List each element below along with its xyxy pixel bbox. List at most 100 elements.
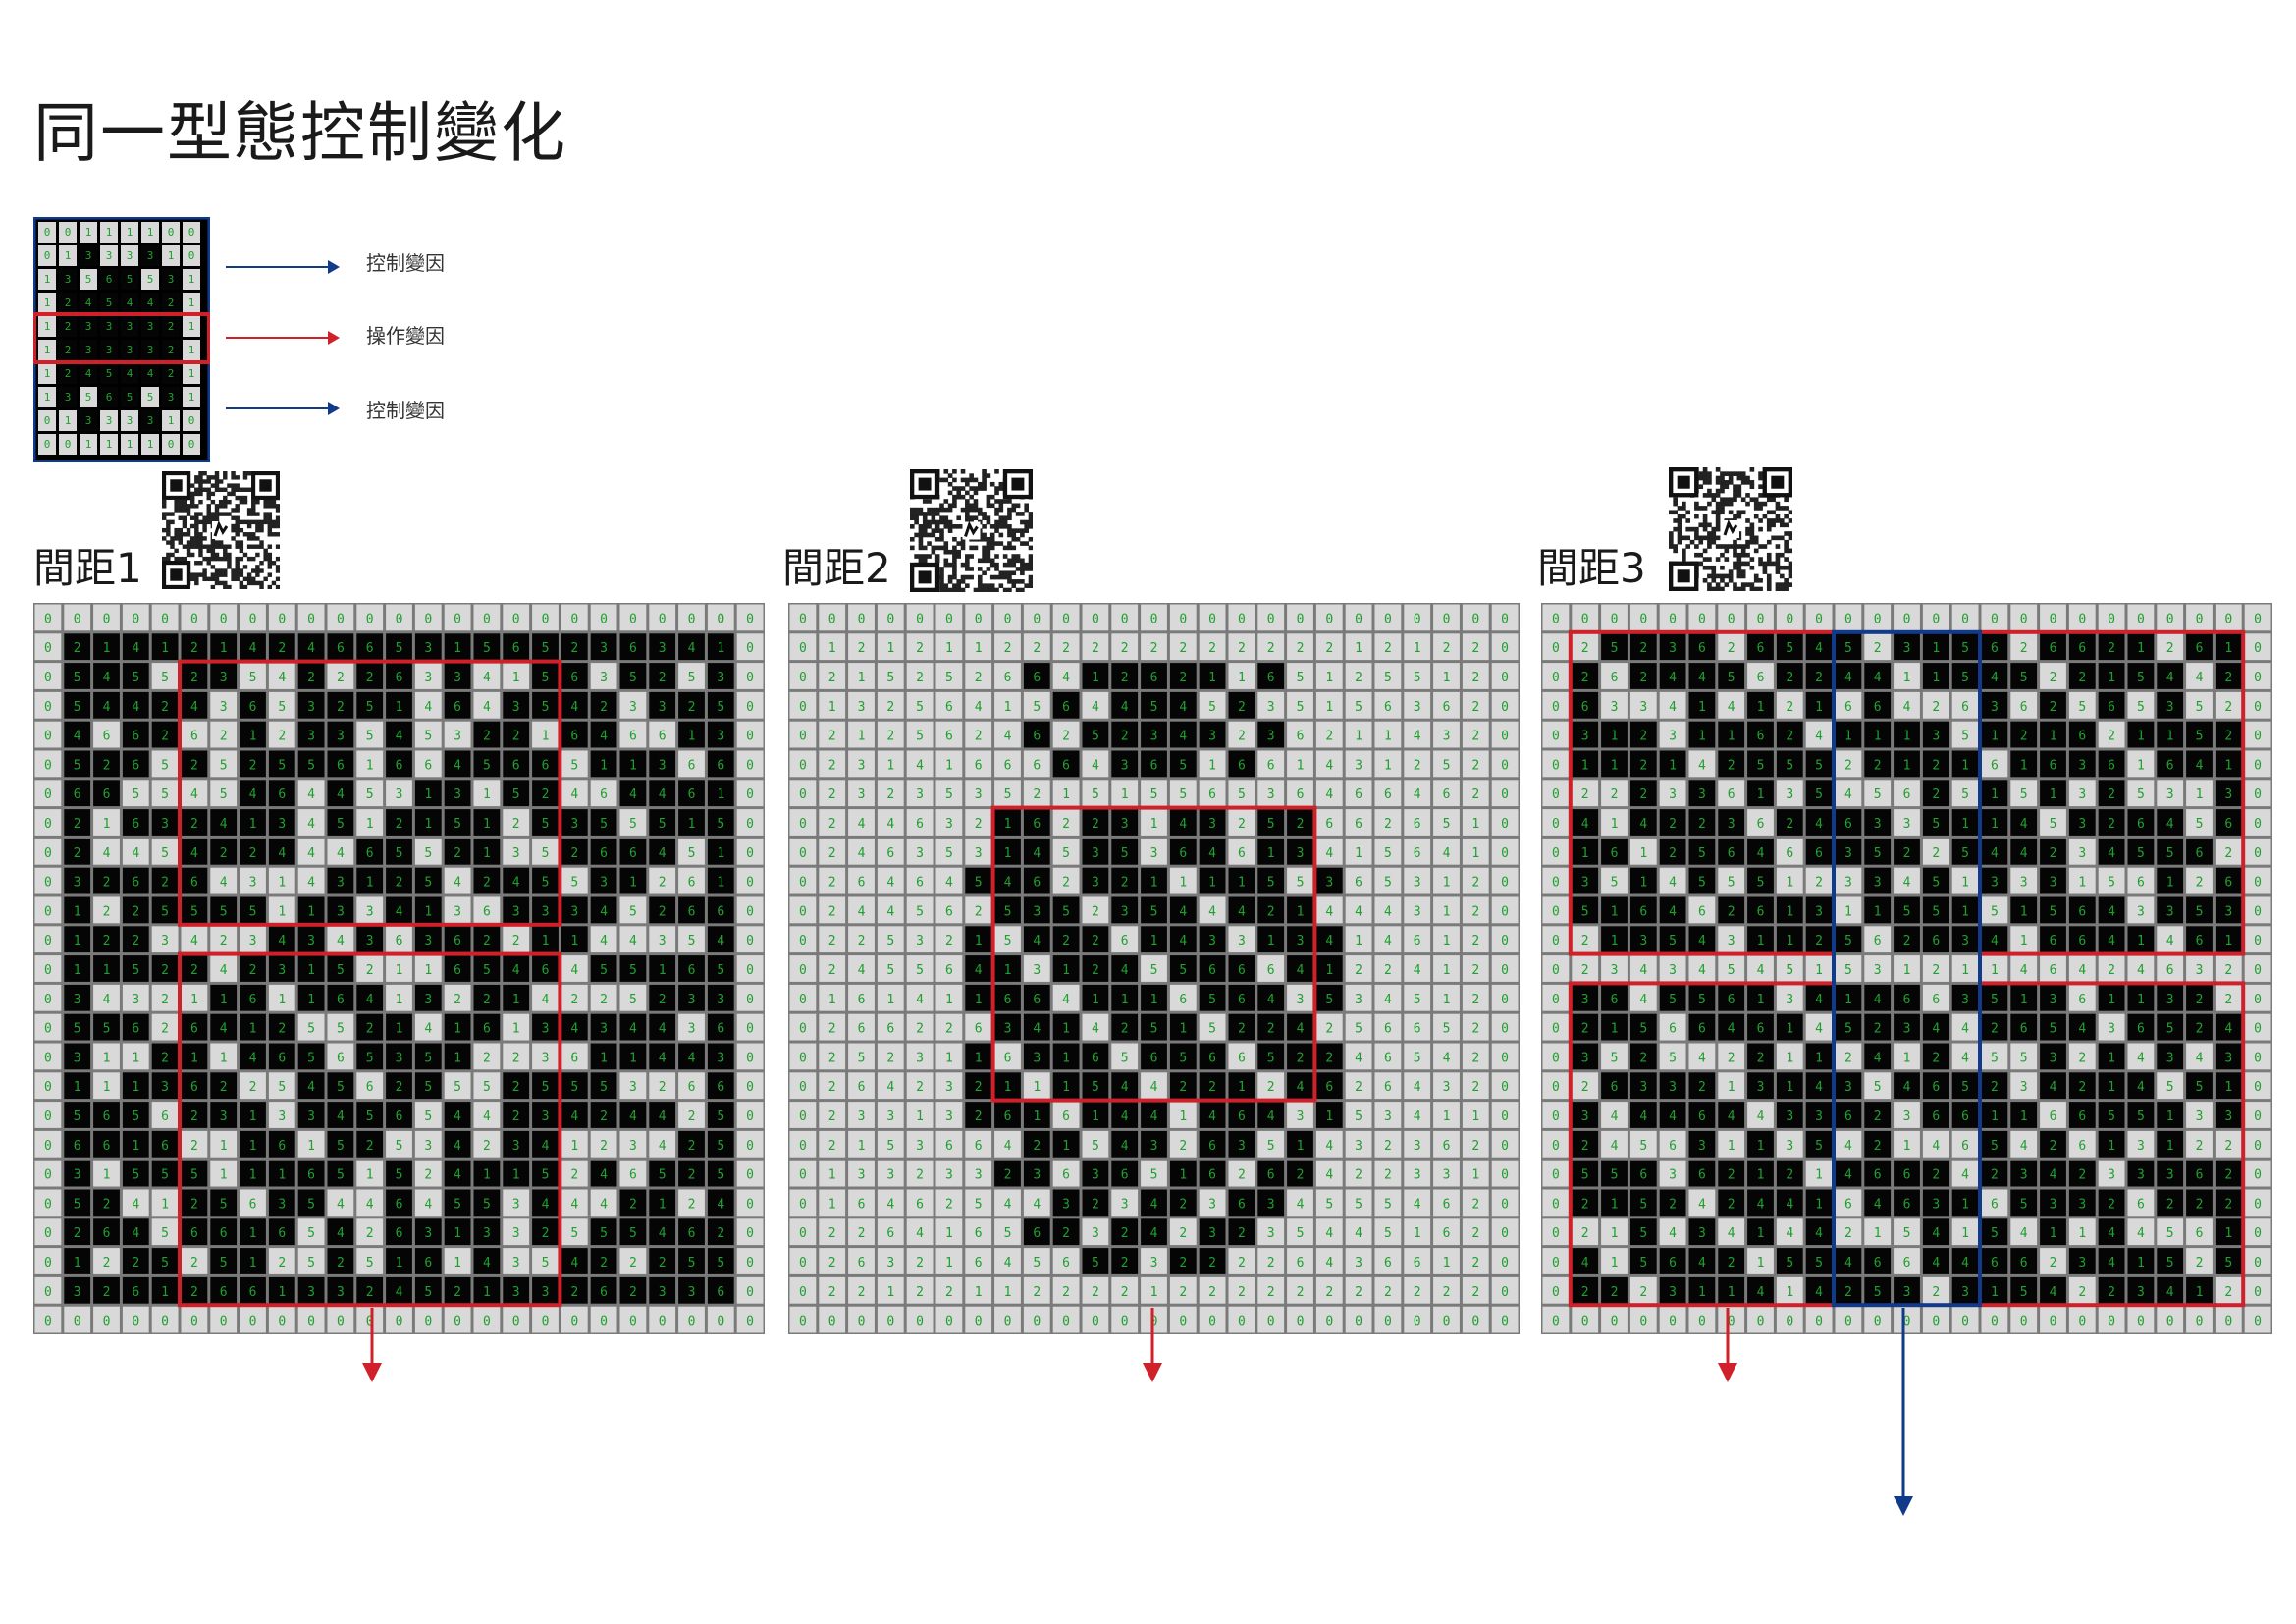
svg-text:5: 5 [2020,671,2028,685]
svg-text:2: 2 [1062,817,1070,832]
svg-text:6: 6 [1991,758,1999,773]
svg-text:6: 6 [1384,1080,1392,1095]
svg-text:2: 2 [454,1285,461,1300]
svg-text:6: 6 [307,1168,315,1183]
svg-text:3: 3 [659,641,667,656]
svg-text:1: 1 [1443,671,1451,685]
svg-text:1: 1 [2020,1110,2028,1124]
svg-text:6: 6 [2166,758,2174,773]
svg-text:2: 2 [828,876,836,891]
svg-text:1: 1 [2050,787,2057,802]
svg-text:0: 0 [1552,817,1560,832]
svg-text:6: 6 [2078,641,2086,656]
svg-text:5: 5 [945,671,953,685]
svg-text:2: 2 [65,344,72,356]
svg-text:3: 3 [1033,904,1041,919]
svg-text:5: 5 [190,904,198,919]
svg-text:5: 5 [600,1226,608,1241]
svg-text:6: 6 [106,391,113,404]
svg-text:0: 0 [220,612,228,626]
svg-text:5: 5 [396,1139,403,1154]
svg-text:2: 2 [828,1080,836,1095]
svg-text:5: 5 [1844,1022,1852,1037]
svg-text:1: 1 [945,1256,953,1271]
svg-text:5: 5 [717,1110,724,1124]
svg-text:1: 1 [858,1139,866,1154]
svg-text:0: 0 [1355,612,1362,626]
svg-text:3: 3 [307,1285,315,1300]
svg-text:4: 4 [483,700,491,715]
svg-text:0: 0 [2254,904,2262,919]
svg-text:4: 4 [916,1226,924,1241]
svg-text:1: 1 [717,846,724,861]
svg-text:4: 4 [1355,1226,1362,1241]
svg-text:2: 2 [1874,1139,1882,1154]
svg-text:2: 2 [366,671,374,685]
svg-text:4: 4 [629,1110,637,1124]
svg-text:0: 0 [44,1110,52,1124]
svg-text:0: 0 [44,1256,52,1271]
svg-text:1: 1 [1961,876,1969,891]
svg-text:4: 4 [945,876,953,891]
svg-text:3: 3 [1355,1139,1362,1154]
svg-text:6: 6 [2050,1110,2057,1124]
svg-text:6: 6 [1238,1197,1246,1212]
svg-text:1: 1 [1581,758,1589,773]
svg-text:0: 0 [161,612,169,626]
svg-text:4: 4 [103,846,111,861]
svg-text:1: 1 [1208,671,1216,685]
svg-text:4: 4 [132,700,139,715]
svg-text:6: 6 [858,993,866,1007]
svg-text:5: 5 [1150,1022,1158,1037]
svg-text:5: 5 [1150,904,1158,919]
svg-text:0: 0 [1501,1197,1509,1212]
svg-text:4: 4 [1414,1080,1421,1095]
svg-text:4: 4 [337,1110,345,1124]
qr-code-icon[interactable] [1669,467,1792,591]
svg-text:5: 5 [307,1226,315,1241]
svg-text:3: 3 [1874,876,1882,891]
svg-text:2: 2 [512,1110,520,1124]
svg-text:1: 1 [278,993,286,1007]
svg-text:6: 6 [1238,758,1246,773]
svg-text:4: 4 [396,730,403,744]
svg-text:6: 6 [975,758,983,773]
svg-text:1: 1 [2020,904,2028,919]
svg-text:5: 5 [1267,817,1275,832]
svg-text:2: 2 [65,297,72,309]
svg-text:1: 1 [44,320,51,333]
svg-text:3: 3 [1874,817,1882,832]
svg-text:3: 3 [2078,817,2086,832]
svg-text:0: 0 [746,993,754,1007]
svg-text:1: 1 [2137,641,2145,656]
svg-text:6: 6 [424,758,432,773]
svg-text:0: 0 [1501,1080,1509,1095]
svg-text:0: 0 [746,1315,754,1329]
svg-text:0: 0 [1297,1315,1305,1329]
svg-text:4: 4 [1815,817,1823,832]
svg-text:0: 0 [2254,787,2262,802]
svg-text:4: 4 [1639,817,1647,832]
svg-text:5: 5 [542,671,550,685]
svg-text:6: 6 [688,1080,696,1095]
svg-text:6: 6 [278,787,286,802]
svg-text:6: 6 [717,758,724,773]
svg-text:4: 4 [337,846,345,861]
svg-text:0: 0 [1552,1051,1560,1065]
svg-text:2: 2 [1297,1285,1305,1300]
svg-text:4: 4 [1267,993,1275,1007]
svg-text:2: 2 [2224,671,2232,685]
svg-text:2: 2 [2050,671,2057,685]
svg-text:3: 3 [65,391,72,404]
qr-code-icon[interactable] [162,471,280,589]
svg-text:1: 1 [1150,1285,1158,1300]
svg-text:0: 0 [1443,1315,1451,1329]
svg-text:0: 0 [483,612,491,626]
svg-text:2: 2 [1844,758,1852,773]
svg-text:3: 3 [1639,1080,1647,1095]
svg-text:5: 5 [307,758,315,773]
qr-code-icon[interactable] [910,469,1033,592]
svg-text:2: 2 [1728,1051,1735,1065]
svg-text:2: 2 [1414,758,1421,773]
svg-text:6: 6 [1238,963,1246,978]
